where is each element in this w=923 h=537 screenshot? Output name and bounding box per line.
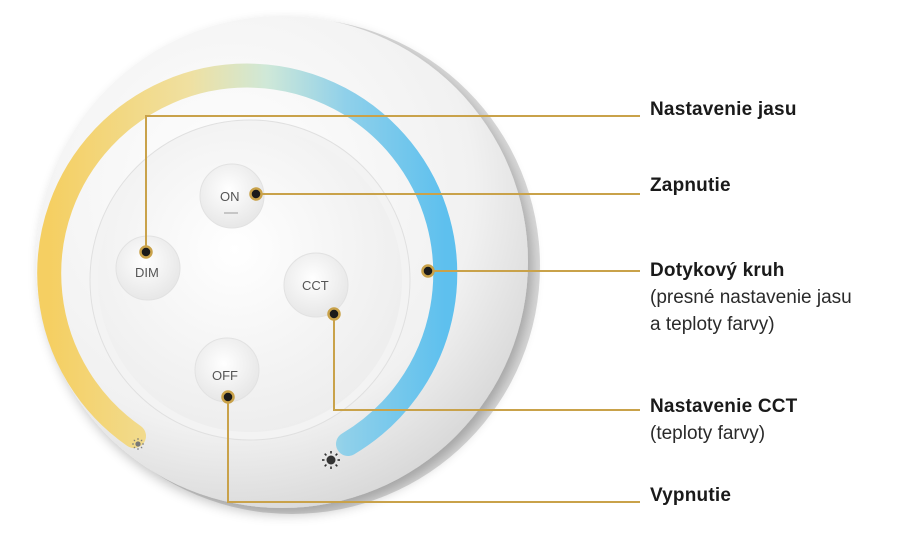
callout-off: Vypnutie <box>650 482 731 509</box>
callout-lines <box>145 115 640 503</box>
marker-ring <box>421 264 435 278</box>
cct-button-label: CCT <box>302 278 329 293</box>
sun-small-icon <box>132 438 144 450</box>
dim-button-label: DIM <box>135 265 159 280</box>
on-button-label: ON <box>220 189 240 204</box>
marker-off <box>221 390 235 404</box>
marker-on <box>249 187 263 201</box>
inner-plate <box>98 128 402 432</box>
callout-touch-ring: Dotykový kruh (presné nastavenie jasu a … <box>650 257 852 338</box>
marker-brightness <box>139 245 153 259</box>
callout-on: Zapnutie <box>650 172 731 199</box>
off-button[interactable]: OFF <box>194 337 260 403</box>
callout-touch-ring-desc-2: a teploty farvy) <box>650 314 775 335</box>
callout-brightness: Nastavenie jasu <box>650 96 797 123</box>
callout-touch-ring-title: Dotykový kruh <box>650 260 785 281</box>
callout-cct: Nastavenie CCT (teploty farvy) <box>650 393 797 447</box>
callout-cct-title: Nastavenie CCT <box>650 396 798 417</box>
callout-line-off <box>227 397 640 503</box>
off-button-label: OFF <box>212 368 238 383</box>
callout-on-title: Zapnutie <box>650 175 731 196</box>
callout-cct-desc-1: (teploty farvy) <box>650 423 766 444</box>
touch-ring[interactable] <box>37 63 458 456</box>
sun-large-icon <box>322 451 340 469</box>
on-button[interactable]: ON <box>199 163 265 229</box>
marker-cct <box>327 307 341 321</box>
callout-off-title: Vypnutie <box>650 485 732 506</box>
cct-button[interactable]: CCT <box>283 252 349 318</box>
callout-brightness-title: Nastavenie jasu <box>650 99 797 120</box>
dim-button[interactable]: DIM <box>115 235 181 301</box>
callout-line-cct <box>333 314 640 411</box>
callout-line-brightness <box>145 115 640 252</box>
callout-touch-ring-desc-1: (presné nastavenie jasu <box>650 287 852 308</box>
